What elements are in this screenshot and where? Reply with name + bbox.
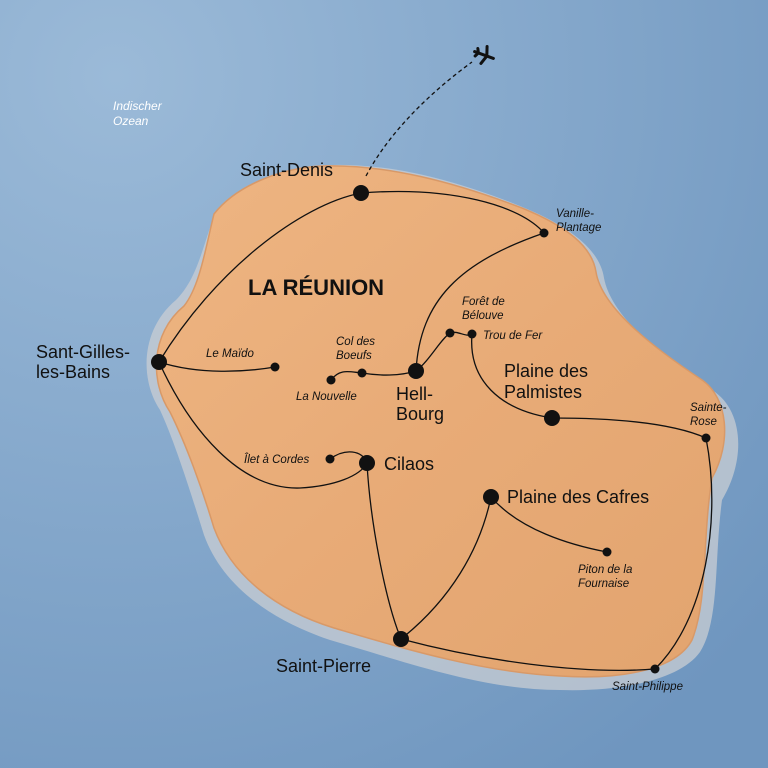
label-foret-belouve-line: Forêt de [462,296,505,308]
marker-ilet-a-cordes [325,454,335,464]
label-saint-denis: Saint-Denis [240,160,333,180]
label-le-maido-line: Le Maïdo [206,348,255,360]
ocean-label-line-1: Indischer [113,99,163,113]
route-segment [400,496,492,640]
label-vanille-line: Plantage [556,222,601,234]
label-saint-philippe-line: Saint-Philippe [612,681,683,693]
label-saint-pierre: Saint-Pierre [276,656,371,676]
label-plaine-cafres-line: Plaine des Cafres [507,487,649,507]
route-segment [654,437,713,670]
label-foret-belouve-line: Bélouve [462,310,504,322]
label-sainte-rose-line: Sainte- [690,402,727,414]
marker-cilaos [359,455,375,471]
label-ilet-a-cordes: Îlet à Cordes [244,453,309,466]
flight-path [365,61,473,177]
airplane-icon [473,45,495,65]
route-segment [360,190,545,234]
marker-saint-philippe [650,664,660,674]
label-sant-gilles: Sant-Gilles-les-Bains [36,342,130,382]
label-hell-bourg-line: Hell- [396,384,433,404]
marker-sant-gilles [151,354,167,370]
marker-la-nouvelle [326,375,336,385]
marker-plaine-palmistes [544,410,560,426]
label-saint-philippe: Saint-Philippe [612,681,683,693]
label-cilaos-line: Cilaos [384,454,434,474]
label-piton-fournaise-line: Fournaise [578,578,629,590]
marker-sainte-rose [701,433,711,443]
label-piton-fournaise: Piton de la Fournaise [578,564,632,590]
route-segment [400,638,656,671]
marker-col-des-boeufs [357,368,367,378]
label-le-maido: Le Maïdo [206,348,255,360]
marker-hell-bourg [408,363,424,379]
map-title: LA RÉUNION [248,275,384,300]
marker-trou-de-fer [467,329,477,339]
marker-le-maido [270,362,280,372]
marker-piton-fournaise [602,547,612,557]
label-la-nouvelle: La Nouvelle [296,391,357,403]
label-sainte-rose: Sainte- Rose [690,402,727,428]
label-la-nouvelle-line: La Nouvelle [296,391,357,403]
label-saint-denis-line: Saint-Denis [240,160,333,180]
route-segment [551,417,707,439]
marker-saint-denis [353,185,369,201]
label-hell-bourg: Hell-Bourg [396,384,444,424]
label-trou-de-fer-line: Trou de Fer [483,330,543,342]
island [155,165,726,678]
label-sant-gilles-line: Sant-Gilles- [36,342,130,362]
marker-foret-belouve [445,328,455,338]
route-segment [366,462,402,640]
place-markers [151,185,711,674]
label-col-des-boeufs-line: Boeufs [336,350,372,362]
route-segment [415,232,545,372]
label-hell-bourg-line: Bourg [396,404,444,424]
label-cilaos: Cilaos [384,454,434,474]
route-segment [158,192,362,363]
route-segment [490,496,608,553]
label-trou-de-fer: Trou de Fer [483,330,543,342]
label-sainte-rose-line: Rose [690,416,717,428]
label-col-des-boeufs-line: Col des [336,336,375,348]
route-segment [471,333,553,419]
label-ilet-a-cordes-line: Îlet à Cordes [244,453,309,466]
label-foret-belouve: Forêt de Bélouve [462,296,505,322]
route-segment [158,361,276,372]
ocean-label-line-2: Ozean [113,114,149,128]
label-vanille: Vanille- Plantage [556,208,601,234]
label-saint-pierre-line: Saint-Pierre [276,656,371,676]
label-sant-gilles-line: les-Bains [36,362,110,382]
label-plaine-palmistes-line: Plaine des [504,361,588,381]
label-plaine-cafres: Plaine des Cafres [507,487,649,507]
label-vanille-line: Vanille- [556,208,594,220]
route-segment [158,361,368,489]
label-piton-fournaise-line: Piton de la [578,564,632,576]
marker-vanille [539,228,549,238]
label-plaine-palmistes-line: Palmistes [504,382,582,402]
marker-plaine-cafres [483,489,499,505]
marker-saint-pierre [393,631,409,647]
